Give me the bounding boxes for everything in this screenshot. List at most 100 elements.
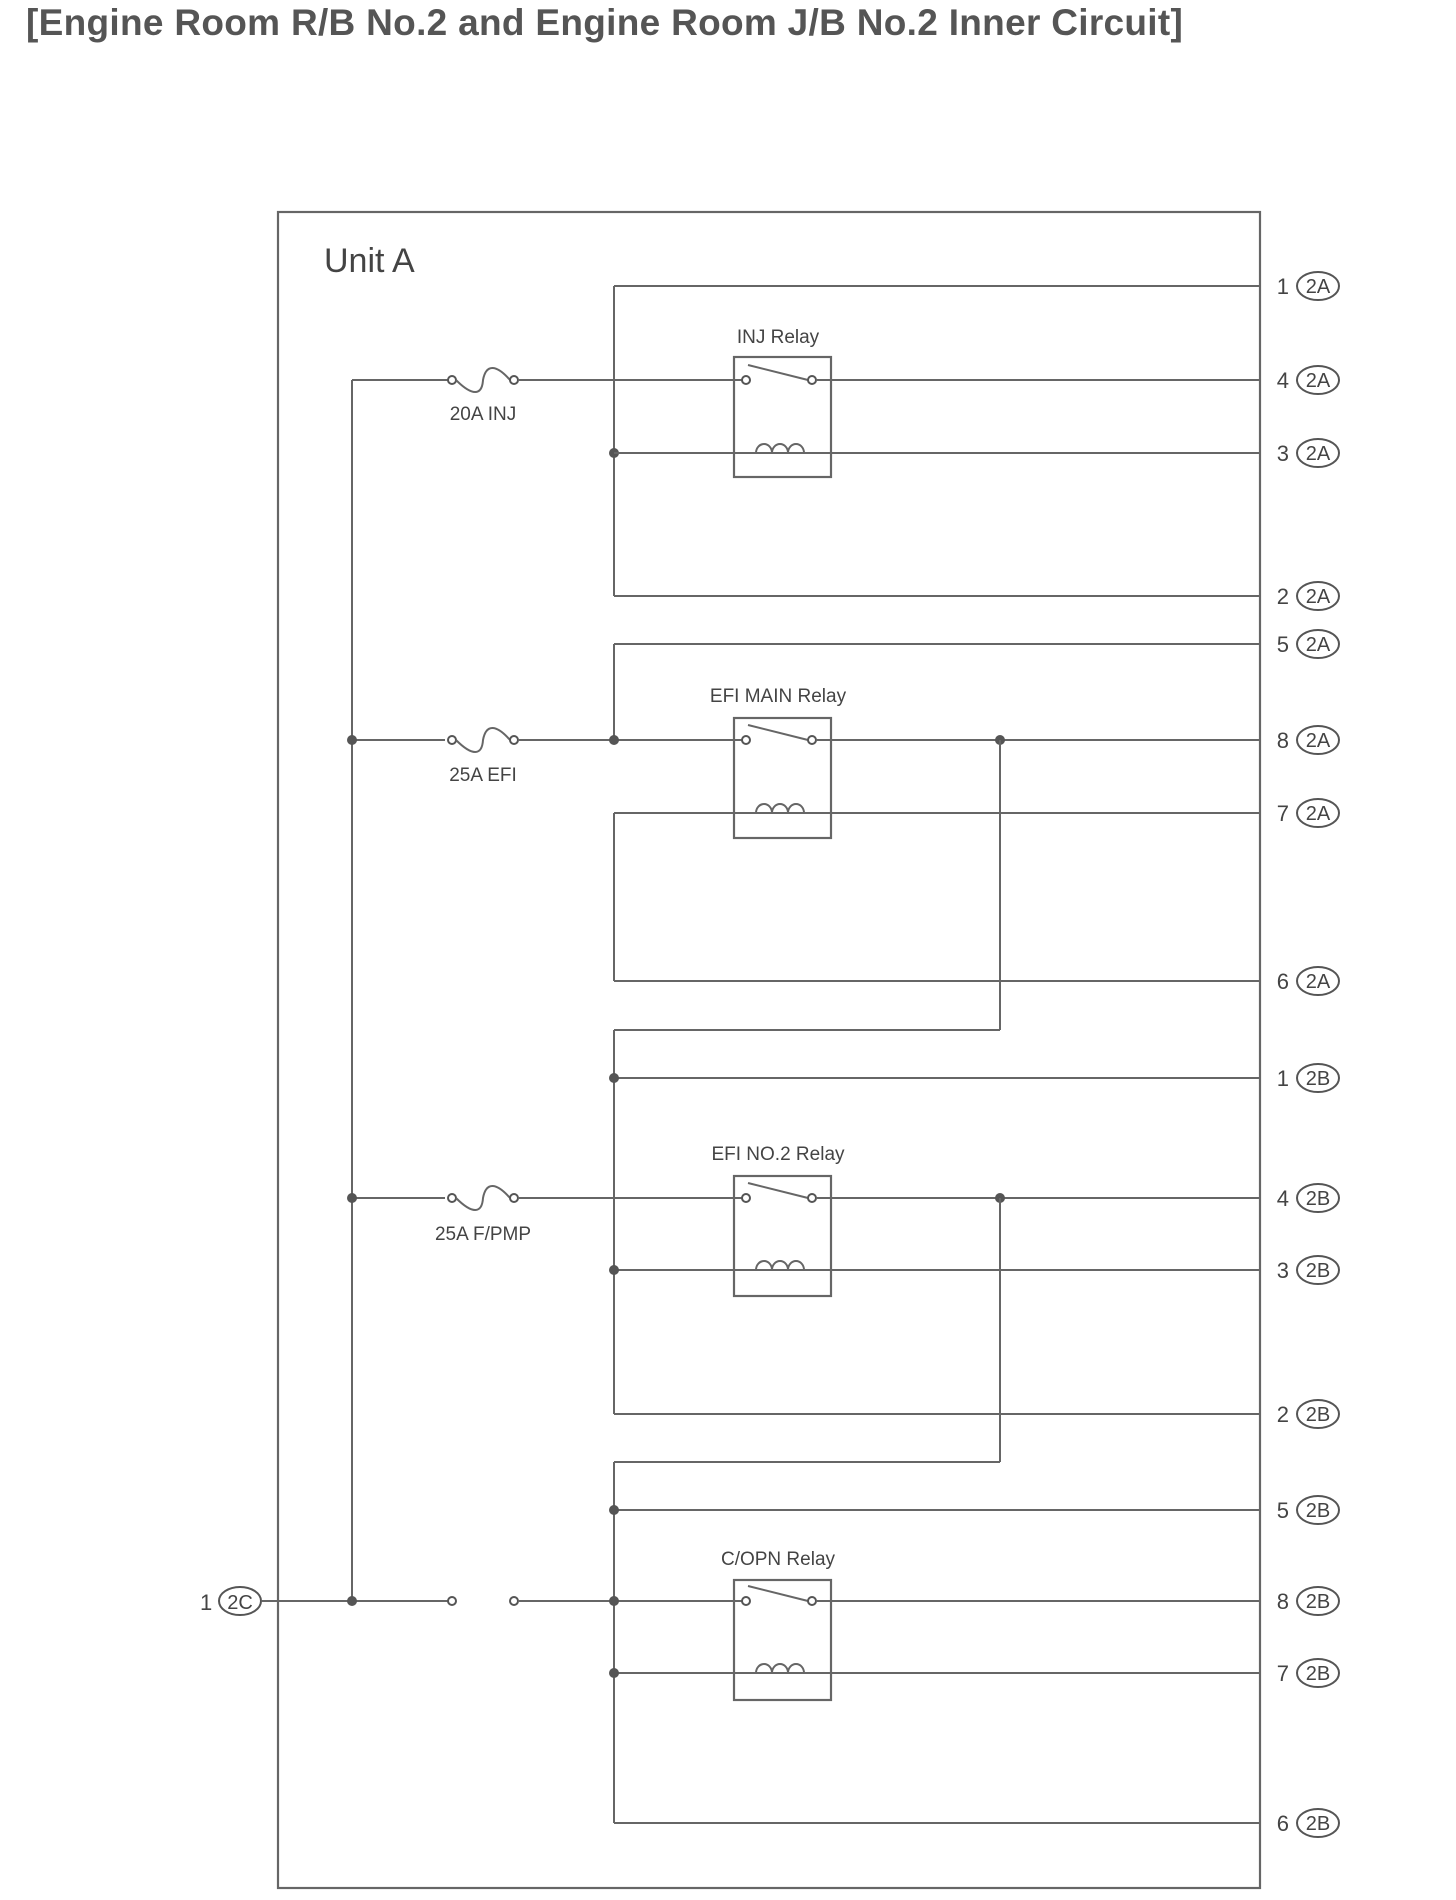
terminal-pin: 7 (1277, 1661, 1289, 1686)
terminal-connector: 2A (1306, 803, 1331, 825)
relay-box (732, 1578, 833, 1702)
terminal-connector-badge (1296, 629, 1340, 659)
fuse-symbol (455, 367, 511, 393)
relay-contact (741, 1193, 751, 1203)
diagram-title: [Engine Room R/B No.2 and Engine Room J/… (26, 2, 1184, 43)
relay-coil (755, 803, 805, 814)
relay-box (732, 716, 833, 840)
terminal-pin: 2 (1277, 1402, 1289, 1427)
terminal-connector-badge (1296, 1399, 1340, 1429)
terminal-pin: 5 (1277, 632, 1289, 657)
relay-contact (741, 375, 751, 385)
relay-label: EFI NO.2 Relay (711, 1144, 845, 1165)
junction-dot (609, 1265, 619, 1275)
terminal-pin: 7 (1277, 801, 1289, 826)
terminal-connector-badge (1296, 966, 1340, 996)
relay-contact (807, 735, 817, 745)
terminal-connector-badge (1296, 365, 1340, 395)
relay-contact (741, 735, 751, 745)
terminal-pin: 6 (1277, 969, 1289, 994)
relay-contact (807, 1596, 817, 1606)
terminal-connector-badge (1296, 438, 1340, 468)
relay-coil (755, 1663, 805, 1674)
terminal-connector: 2B (1306, 1188, 1330, 1210)
junction-dot (347, 1193, 357, 1203)
fuse-symbol (455, 727, 511, 753)
terminal-connector: 2A (1306, 586, 1331, 608)
relay-label: C/OPN Relay (721, 1549, 836, 1570)
relay-contact (807, 1193, 817, 1203)
fuse-label: 25A EFI (449, 765, 517, 786)
relay-label: INJ Relay (737, 327, 820, 348)
terminal-connector-badge (1296, 271, 1340, 301)
fuse-symbol (455, 1185, 511, 1211)
terminal-connector: 2A (1306, 370, 1331, 392)
terminal-connector: 2A (1306, 276, 1331, 298)
terminal-connector: 2B (1306, 1663, 1330, 1685)
fuse-terminal (447, 1193, 457, 1203)
relay-coil (755, 1260, 805, 1271)
terminal-connector-badge (1296, 1255, 1340, 1285)
terminal-connector-badge (1296, 1063, 1340, 1093)
relay-switch (747, 724, 809, 741)
relay-contact (741, 1596, 751, 1606)
junction-dot (347, 735, 357, 745)
terminal-pin: 2 (1277, 584, 1289, 609)
terminal-connector: 2B (1306, 1260, 1330, 1282)
fuse-terminal (447, 375, 457, 385)
terminal-connector: 2B (1306, 1068, 1330, 1090)
terminal-connector-badge (1296, 1183, 1340, 1213)
terminal-connector: 2B (1306, 1813, 1330, 1835)
relay-coil (755, 443, 805, 454)
input-connector: 2C (227, 1592, 253, 1614)
relay-switch (747, 364, 809, 381)
terminal-pin: 4 (1277, 368, 1289, 393)
terminal-connector-badge (1296, 798, 1340, 828)
relay-label: EFI MAIN Relay (710, 686, 847, 707)
terminal-pin: 3 (1277, 1258, 1289, 1283)
fuse-terminal (447, 735, 457, 745)
unit-outline (276, 210, 1262, 1890)
relay-switch (747, 1585, 809, 1602)
open-contact-right (509, 1596, 519, 1606)
relay-contact (807, 375, 817, 385)
junction-dot (609, 735, 619, 745)
terminal-connector-badge (1296, 581, 1340, 611)
terminal-connector: 2A (1306, 971, 1331, 993)
relay-box (732, 355, 833, 479)
relay-switch (747, 1182, 809, 1199)
input-connector-badge (218, 1586, 262, 1616)
terminal-pin: 8 (1277, 1589, 1289, 1614)
junction-dot (609, 1668, 619, 1678)
terminal-pin: 1 (1277, 274, 1289, 299)
fuse-label: 25A F/PMP (435, 1224, 531, 1245)
relay-box (732, 1174, 833, 1298)
terminal-connector: 2B (1306, 1591, 1330, 1613)
fuse-terminal (509, 735, 519, 745)
terminal-connector-badge (1296, 1808, 1340, 1838)
terminal-connector-badge (1296, 1586, 1340, 1616)
open-contact-left (447, 1596, 457, 1606)
junction-dot (347, 1596, 357, 1606)
terminal-connector: 2A (1306, 443, 1331, 465)
terminal-pin: 3 (1277, 441, 1289, 466)
terminal-pin: 1 (1277, 1066, 1289, 1091)
terminal-connector: 2B (1306, 1500, 1330, 1522)
terminal-pin: 6 (1277, 1811, 1289, 1836)
junction-dot (609, 1505, 619, 1515)
terminal-connector: 2A (1306, 730, 1331, 752)
fuse-terminal (509, 1193, 519, 1203)
junction-dot (609, 1073, 619, 1083)
terminal-connector: 2A (1306, 634, 1331, 656)
terminal-connector-badge (1296, 1658, 1340, 1688)
junction-dot (609, 1596, 619, 1606)
terminal-pin: 8 (1277, 728, 1289, 753)
input-pin: 1 (200, 1590, 212, 1615)
terminal-connector-badge (1296, 1495, 1340, 1525)
terminal-connector-badge (1296, 725, 1340, 755)
terminal-connector: 2B (1306, 1404, 1330, 1426)
terminal-pin: 4 (1277, 1186, 1289, 1211)
fuse-terminal (509, 375, 519, 385)
